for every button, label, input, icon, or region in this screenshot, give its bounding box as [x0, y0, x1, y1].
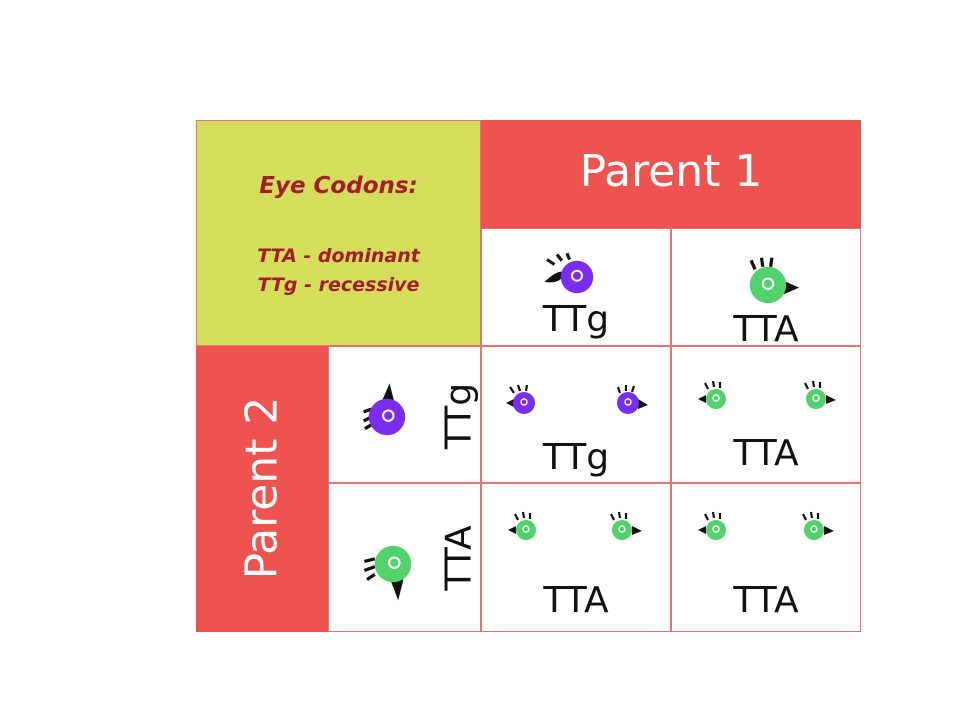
green-eye-icon: [698, 511, 726, 540]
offspring-genotype: TTA: [543, 580, 609, 621]
purple-eye-icon: [362, 383, 406, 436]
parent1-genotype-tta: TTA: [733, 309, 799, 350]
green-eye-icon: [610, 511, 642, 540]
offspring-cell: TTA: [671, 346, 861, 483]
green-eye-icon: [698, 380, 726, 409]
green-eye-icon: [508, 511, 536, 540]
parent2-genotype-ttg: TTg: [438, 382, 480, 450]
offspring-cell: TTg: [481, 346, 671, 483]
legend-dominant: TTA - dominant: [257, 245, 420, 267]
offspring-cell: TTA: [481, 483, 671, 632]
parent1-allele-cell: TTA: [671, 228, 861, 350]
purple-eye-icon: [616, 385, 648, 414]
legend-title: Eye Codons:: [259, 173, 418, 199]
green-eye-icon: [804, 380, 836, 409]
parent2-label: Parent 2: [236, 396, 288, 580]
offspring-genotype: TTg: [542, 437, 610, 478]
parent2-header: Parent 2: [196, 346, 328, 632]
offspring-genotype: TTA: [733, 580, 799, 621]
purple-eye-icon: [506, 384, 535, 414]
parent2-genotype-tta: TTA: [438, 525, 480, 591]
green-eye-icon: [749, 257, 800, 304]
legend-box: Eye Codons: TTA - dominant TTg - recessi…: [196, 120, 481, 346]
purple-eye-icon: [544, 252, 594, 294]
parent1-header: Parent 1: [481, 120, 861, 228]
offspring-genotype: TTA: [733, 433, 799, 474]
parent2-allele-cell: TTg: [328, 346, 481, 483]
parent1-allele-cell: TTg: [481, 228, 671, 346]
offspring-cell: TTA: [671, 483, 861, 632]
legend-recessive: TTg - recessive: [257, 274, 420, 296]
parent2-allele-cell: TTA: [328, 483, 481, 632]
green-eye-icon: [802, 511, 834, 540]
parent1-genotype-ttg: TTg: [542, 299, 610, 340]
green-eye-icon: [363, 545, 412, 601]
parent1-label: Parent 1: [579, 146, 763, 197]
